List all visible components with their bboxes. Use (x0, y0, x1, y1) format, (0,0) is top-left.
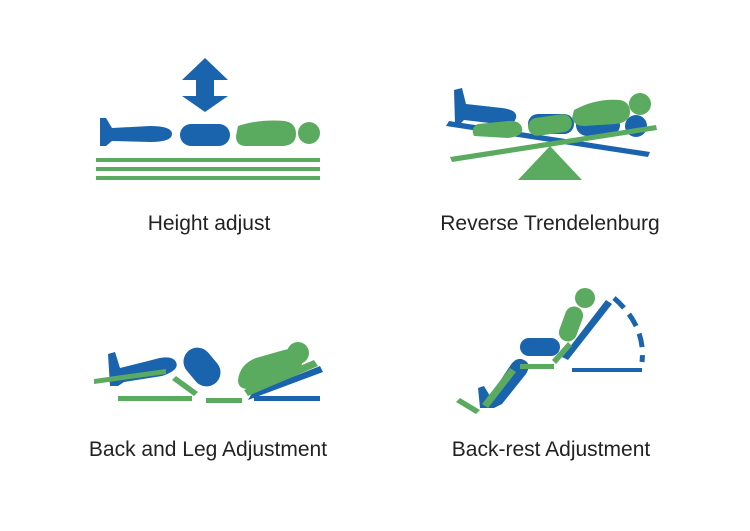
bed-lines (96, 158, 320, 180)
caption-back-and-leg-adjustment: Back and Leg Adjustment (88, 438, 328, 461)
caption-back-rest-adjustment: Back-rest Adjustment (451, 438, 651, 461)
green-parts (456, 288, 595, 414)
caption-reverse-trendelenburg: Reverse Trendelenburg (440, 212, 660, 235)
caption-height-adjust: Height adjust (147, 212, 271, 235)
green-figure (450, 93, 657, 180)
patient-figure (100, 118, 320, 146)
green-parts (94, 342, 318, 403)
up-down-arrow-icon (182, 58, 228, 112)
